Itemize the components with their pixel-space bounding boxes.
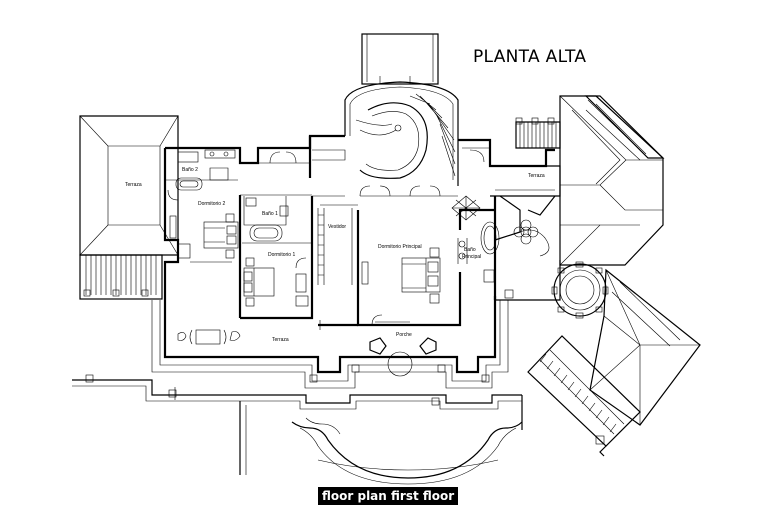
upper-hall <box>258 136 491 197</box>
room-label-bano-principal-2: Principal <box>462 254 481 260</box>
room-label-vestidor: Vestidor <box>328 224 346 230</box>
plan-title: PLANTA ALTA <box>473 47 586 67</box>
diagonal-stair <box>527 335 641 457</box>
room-label-dormitorio-2: Dormitorio 2 <box>198 201 225 207</box>
master-bedroom: Dormitorio Principal <box>361 244 441 326</box>
curved-bottom-balcony <box>291 417 523 485</box>
image-caption: floor plan first floor <box>318 487 459 505</box>
room-label-terraza-left: Terraza <box>125 182 142 188</box>
room-label-terraza-bottom: Terraza <box>272 337 289 343</box>
quatrefoil-ornament <box>513 219 539 245</box>
stair-tower <box>344 33 459 186</box>
room-label-bano-principal-1: Baño <box>464 247 476 253</box>
left-hip-roof: Terraza <box>79 115 179 256</box>
left-balcony-railing <box>79 254 163 300</box>
bedroom-1: Dormitorio 1 <box>243 252 309 307</box>
bedroom-2-suite: Baño 2 Dormitorio 2 <box>167 149 239 263</box>
dressing-room: Vestidor <box>317 208 353 285</box>
right-hip-roof <box>559 95 665 266</box>
room-label-porche: Porche <box>396 332 412 338</box>
round-turret <box>551 261 609 319</box>
front-terrace-porch: Terraza Porche <box>177 329 437 377</box>
room-label-terraza-right: Terraza <box>528 173 545 179</box>
terrace-boundaries <box>72 300 523 475</box>
right-terrace: Terraza <box>490 165 561 301</box>
master-bath: Baño Principal <box>451 195 500 283</box>
bath-1: Baño 1 <box>243 196 289 242</box>
room-label-dormitorio-1: Dormitorio 1 <box>268 252 295 258</box>
top-right-railing <box>515 117 561 149</box>
main-walls <box>163 134 555 374</box>
room-label-bano-1: Baño 1 <box>262 211 278 217</box>
room-label-dormitorio-principal: Dormitorio Principal <box>378 244 422 250</box>
room-label-bano-2: Baño 2 <box>182 167 198 173</box>
lower-right-roof <box>589 268 701 426</box>
